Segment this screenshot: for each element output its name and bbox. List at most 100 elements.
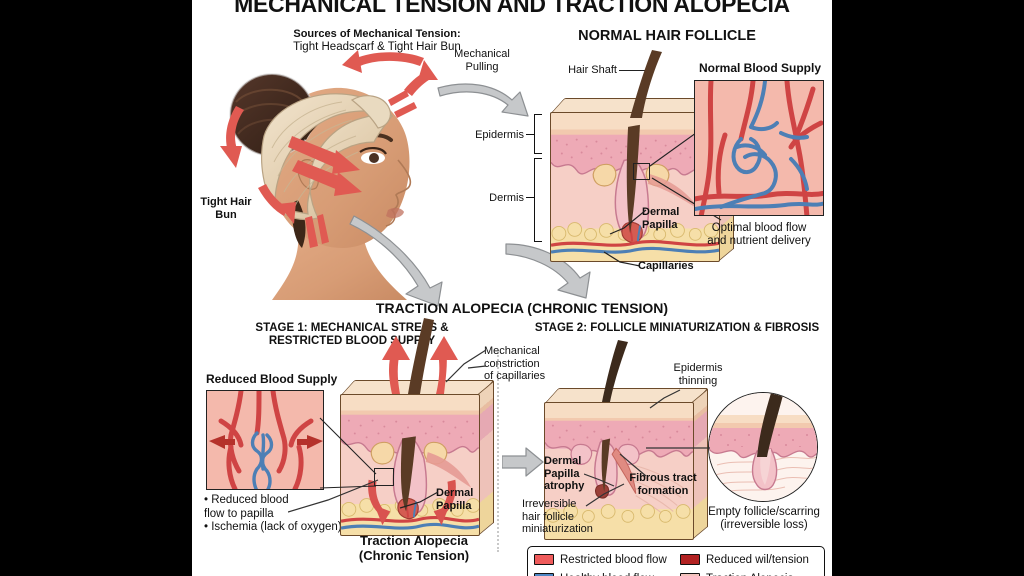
normal-zoom-region-marker <box>633 163 650 180</box>
stage1-zoom-region-marker <box>374 468 394 486</box>
epidermis-tick <box>526 134 534 136</box>
dp-atrophy-line1: Dermal <box>544 455 582 467</box>
dermis-bracket <box>534 158 542 242</box>
stage1-dp-line2: Papilla <box>436 499 472 512</box>
stage1-bullet1-line2: flow to papilla <box>204 507 274 520</box>
fibrous-line1: Fibrous tract <box>629 472 697 484</box>
stage1-caption: Traction Alopecia (Chronic Tension) <box>330 533 498 563</box>
reduced-blood-supply-inset <box>206 390 324 490</box>
stage1-block-side-face <box>478 380 494 536</box>
stage1-hair-and-tension-arrows <box>382 318 458 394</box>
constriction-line2: constriction <box>484 357 540 370</box>
legend-label-2: Healthy blood flow <box>560 573 654 576</box>
constriction-line3: of capillaries <box>484 370 546 382</box>
stage1-dermal-papilla-leader <box>399 491 439 509</box>
stage1-bullet1-line1: • Reduced blood <box>204 494 289 506</box>
fibrous-tract-label: Fibrous tract formation <box>620 472 706 497</box>
dp-atrophy-line3: atrophy <box>544 480 585 492</box>
capillaries-leader <box>603 251 641 267</box>
empty-follicle-line2: (irreversible loss) <box>720 519 808 531</box>
hair-shaft-text: Hair Shaft <box>568 64 617 76</box>
legend-swatch-traction-alopecia <box>680 573 700 576</box>
mechanical-constriction-label: Mechanical constriction of capillaries <box>484 345 562 383</box>
normal-blood-supply-title: Normal Blood Supply <box>690 62 830 75</box>
dermis-label: Dermis <box>450 192 524 205</box>
empty-follicle-line1: Empty follicle/scarring <box>708 506 820 518</box>
stage2-hair-shaft <box>602 340 628 402</box>
stage1-caption-line2: (Chronic Tension) <box>358 548 470 563</box>
normal-dp-line2: Papilla <box>642 218 678 231</box>
stage1-caption-line1: Traction Alopecia <box>360 533 468 548</box>
tight-hair-bun-label: Tight Hair Bun <box>194 196 258 221</box>
bun-label-line2: Bun <box>215 208 237 221</box>
reduced-inset-title-text: Reduced Blood Supply <box>206 372 338 386</box>
normal-dermal-papilla-leader <box>609 209 647 235</box>
head-illustration <box>229 73 412 300</box>
sources-subheading-line: Tight Headscarf & Tight Hair Bun <box>293 41 461 53</box>
stage2-skin-block <box>544 388 709 540</box>
normal-capillary-network <box>695 81 823 215</box>
sources-panel-heading: Sources of Mechanical Tension: Tight Hea… <box>247 28 507 54</box>
diagram-canvas: MECHANICAL TENSION AND TRACTION ALOPECIA… <box>192 0 832 576</box>
legend-label-0: Restricted blood flow <box>560 553 667 566</box>
epidermis-label: Epidermis <box>450 129 524 142</box>
stage1-skin-block <box>340 380 495 536</box>
epidermis-thinning-label: Epidermis thinning <box>658 362 738 387</box>
irrev-line3: miniaturization <box>522 523 593 535</box>
pulling-label-line1: Mechanical <box>454 48 510 60</box>
legend-item-1: Reduced wil/tension <box>680 554 818 566</box>
normal-follicle-anatomy <box>551 124 719 254</box>
stage2-block-front-face <box>544 402 694 540</box>
dp-atrophy-leader <box>584 473 615 487</box>
irrev-line1: Irreversible <box>522 498 577 510</box>
bun-label-line1: Tight Hair <box>200 196 252 208</box>
legend-item-3: Traction Alopecia <box>680 573 818 576</box>
irrev-line2: hair follicle <box>522 510 574 523</box>
stage1-zoom-callout-lines <box>319 417 377 489</box>
empty-follicle-leader <box>646 447 710 449</box>
stage1-ischemia-leader <box>288 479 379 513</box>
letterbox-right <box>832 0 1024 576</box>
empty-follicle-detail <box>709 393 817 501</box>
normal-follicle-title: NORMAL HAIR FOLLICLE <box>578 28 756 44</box>
normal-dermal-papilla-label: Dermal Papilla <box>642 206 712 231</box>
progression-arrow-down <box>349 215 443 307</box>
legend-swatch-restricted-blood-flow <box>534 554 554 565</box>
epi-thin-line1: Epidermis <box>673 362 723 374</box>
sources-heading-line: Sources of Mechanical Tension: <box>293 28 461 40</box>
irreversible-miniaturization-label: Irreversible hair follicle miniaturizati… <box>522 498 612 536</box>
constriction-line1: Mechanical <box>484 345 540 357</box>
stage1-dp-line1: Dermal <box>436 487 474 499</box>
legend-label-1: Reduced wil/tension <box>706 553 809 566</box>
normal-skin-block <box>550 98 735 263</box>
normal-hair-shaft <box>630 50 662 118</box>
stage1-bullet2: • Ischemia (lack of oxygen) <box>204 521 342 533</box>
empty-follicle-caption: Empty follicle/scarring (irreversible lo… <box>696 506 832 532</box>
stage1-follicle-anatomy <box>341 414 479 530</box>
page-title: MECHANICAL TENSION AND TRACTION ALOPECIA <box>234 0 790 17</box>
normal-inset-title-text: Normal Blood Supply <box>698 61 821 75</box>
pulling-label-line2: Pulling <box>465 60 499 73</box>
legend-swatch-reduced-tension <box>680 554 700 565</box>
traction-alopecia-title: TRACTION ALOPECIA (CHRONIC TENSION) <box>375 300 669 316</box>
skin-block-front-face <box>550 112 720 262</box>
stage1-title: STAGE 1: MECHANICAL STRESS & RESTRICTED … <box>202 322 502 348</box>
normal-caption-line2: and nutrient delivery <box>707 235 811 247</box>
stage-divider <box>497 352 499 552</box>
fibrous-line2: formation <box>637 484 689 497</box>
epi-thin-line2: thinning <box>678 374 718 387</box>
legend-item-2: Healthy blood flow <box>534 573 672 576</box>
normal-blood-supply-inset <box>694 80 824 216</box>
dp-atrophy-line2: Papilla <box>544 467 580 480</box>
dermal-papilla-atrophy-label: Dermal Papilla atrophy <box>544 455 606 493</box>
capillaries-text: Capillaries <box>638 260 694 272</box>
reduced-blood-supply-title: Reduced Blood Supply <box>206 373 337 386</box>
normal-dp-line1: Dermal <box>642 206 680 218</box>
stage1-block-front-face <box>340 394 480 536</box>
legend-item-0: Restricted blood flow <box>534 554 672 566</box>
stage1-dermal-papilla-label: Dermal Papilla <box>436 487 496 512</box>
mechanical-pulling-label: Mechanical Pulling <box>442 48 522 73</box>
epidermis-thinning-leader <box>649 389 681 409</box>
tension-arrows-group <box>220 50 438 248</box>
progression-arrow-right-down <box>505 243 591 299</box>
